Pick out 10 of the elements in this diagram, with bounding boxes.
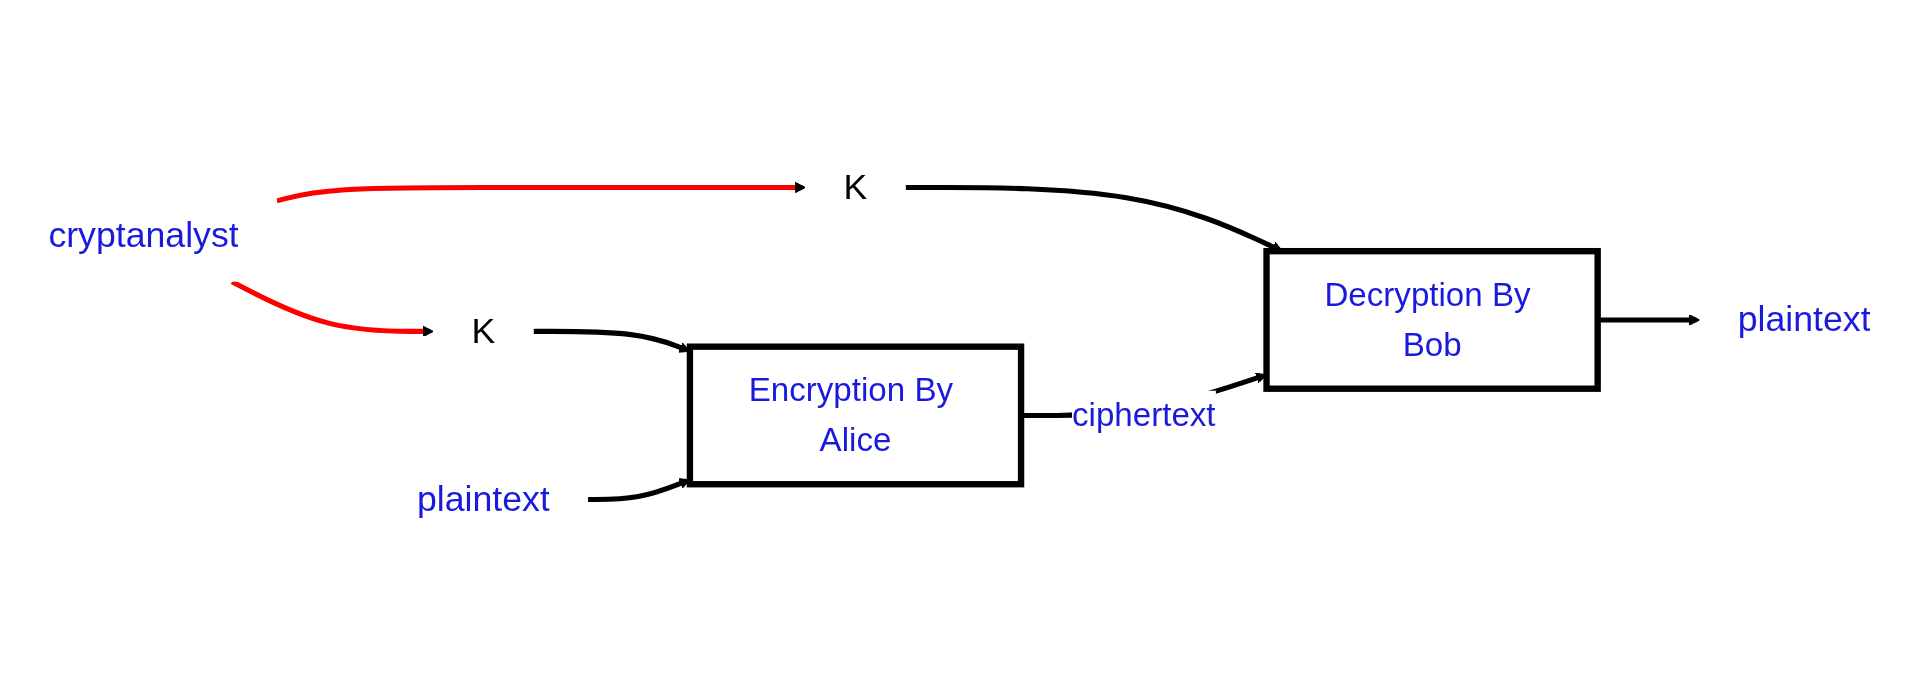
node-box: Encryption By Alice [686, 343, 1025, 488]
node-text: K [471, 311, 496, 351]
node-text: K [843, 167, 868, 207]
node-text: plaintext [1737, 299, 1871, 340]
node-text: plaintext [416, 479, 550, 519]
arrow [230, 279, 434, 337]
edge-label: ciphertext [1072, 395, 1216, 434]
node-box: Decryption By Bob [1263, 247, 1601, 392]
node-text: cryptanalyst [48, 215, 239, 255]
arrow [276, 181, 806, 204]
